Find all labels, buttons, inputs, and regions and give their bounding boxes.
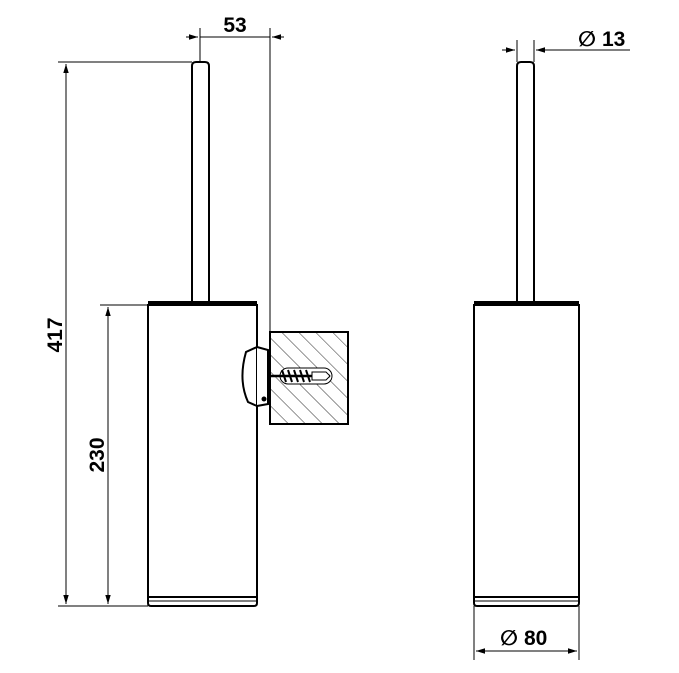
dimension-handle-diameter-symbol: ∅ [578, 28, 596, 51]
dimension-depth: 53 [186, 14, 284, 332]
dimension-holder-height: 230 [86, 304, 148, 604]
front-view: ∅ 13 ∅ 80 [473, 28, 630, 660]
dimension-holder-diameter-symbol: ∅ [500, 627, 518, 650]
dimension-handle-diameter-label: 13 [602, 28, 625, 51]
wall-anchor-screw [268, 369, 331, 383]
wall-section [268, 331, 349, 425]
front-view-handle [516, 61, 535, 304]
side-view-handle [191, 61, 210, 304]
side-view: 417 230 53 [44, 14, 349, 607]
dimension-total-height: 417 [44, 61, 192, 607]
wall-bracket [241, 345, 258, 408]
dimension-handle-diameter: ∅ 13 [502, 28, 630, 62]
side-view-container [147, 304, 258, 607]
dimension-depth-label: 53 [223, 14, 246, 37]
dimension-total-height-label: 417 [44, 317, 67, 352]
dimension-holder-diameter-label: 80 [524, 627, 547, 650]
front-view-container [473, 304, 580, 607]
dimension-holder-diameter: ∅ 80 [473, 606, 580, 660]
dimension-holder-height-label: 230 [86, 437, 109, 472]
